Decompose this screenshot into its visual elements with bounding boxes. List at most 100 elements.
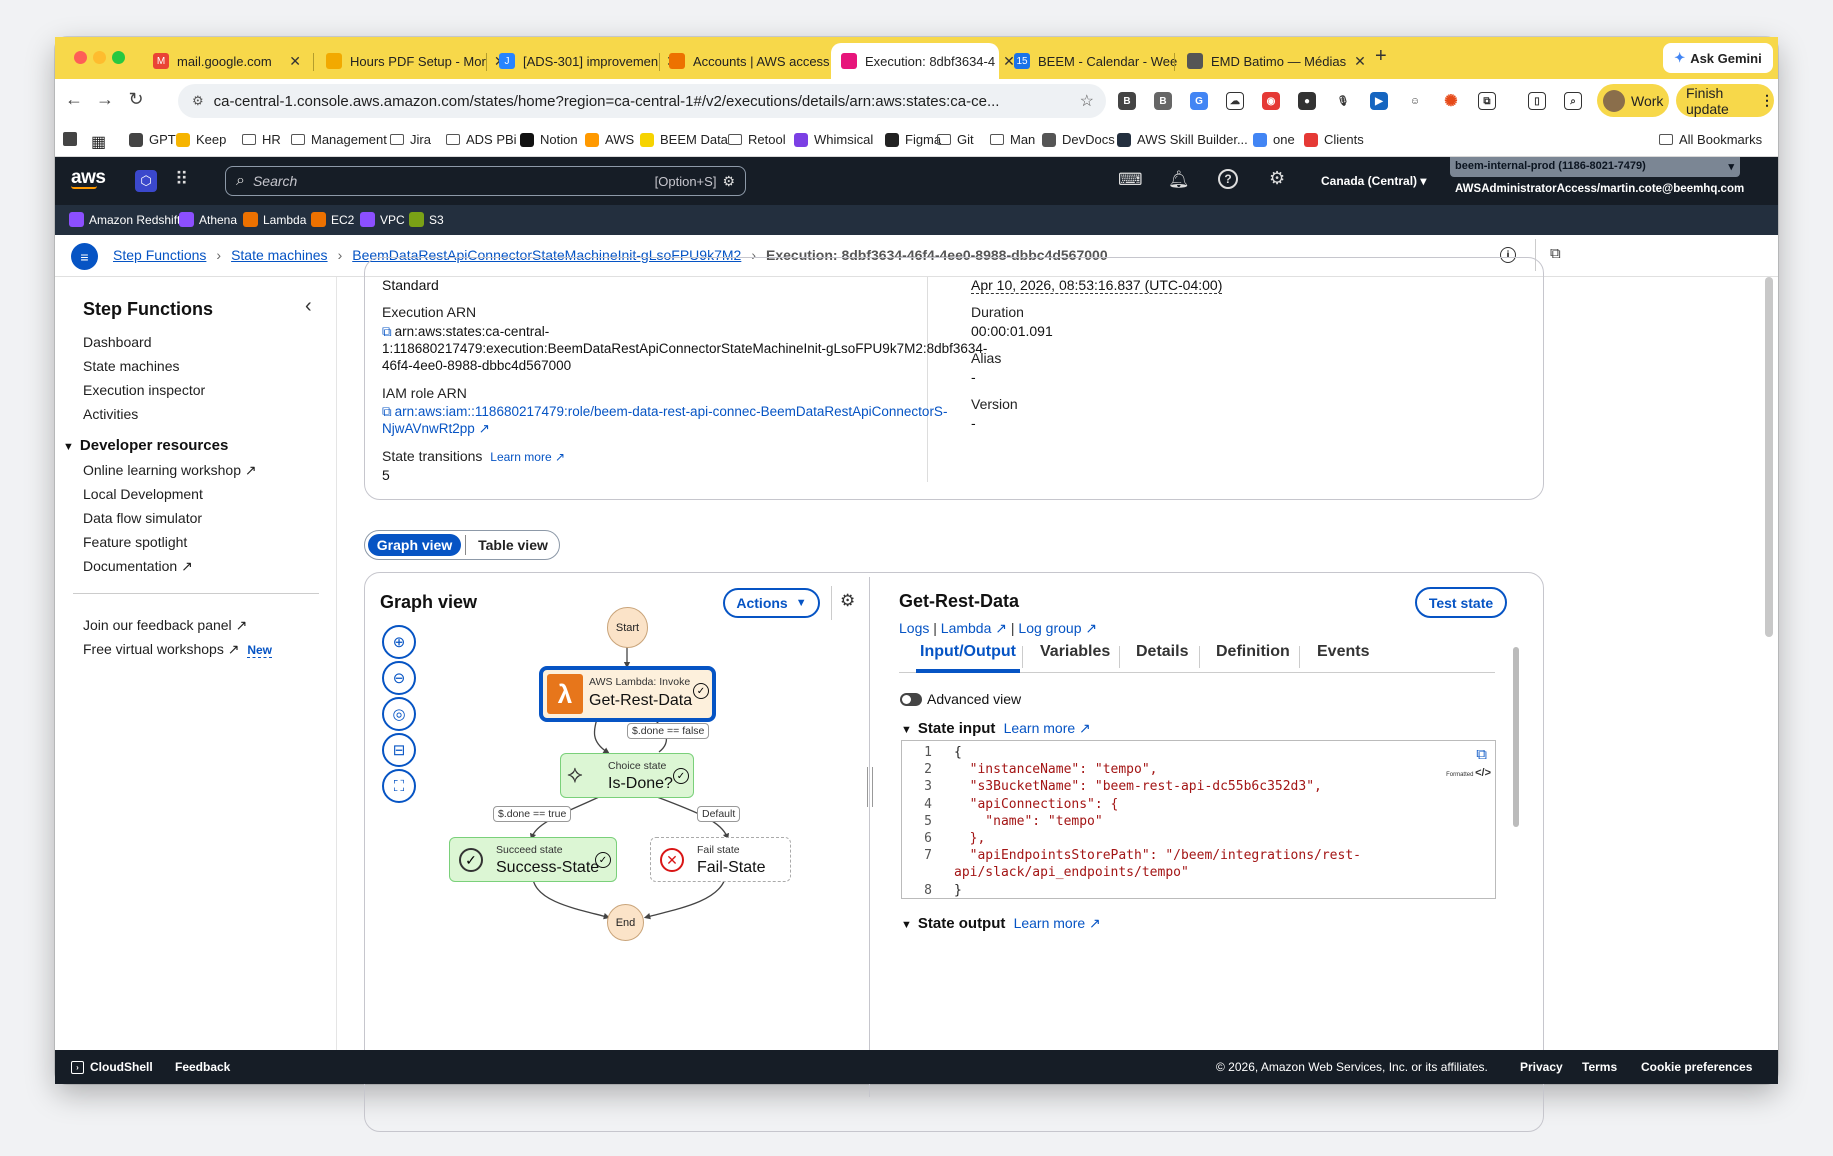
tab-close-icon[interactable]: ✕ bbox=[1003, 52, 1015, 69]
extensions-puzzle-icon[interactable]: ⧉ bbox=[1478, 92, 1496, 110]
tab-definition[interactable]: Definition bbox=[1216, 643, 1290, 660]
bookmark-item[interactable]: Figma bbox=[885, 132, 941, 147]
learn-more-link[interactable]: Learn more ↗ bbox=[1013, 915, 1101, 931]
iam-role-link[interactable]: ⧉arn:aws:iam::118680217479:role/beem-dat… bbox=[382, 403, 947, 437]
zoom-out-icon[interactable]: ⊖ bbox=[382, 661, 416, 695]
bell-icon[interactable]: 🔔︎ bbox=[1168, 170, 1190, 189]
bookmark-item[interactable]: Clients bbox=[1304, 132, 1364, 147]
bookmark-item[interactable]: Notion bbox=[520, 132, 578, 147]
aws-favorite-item[interactable]: S3 bbox=[409, 212, 444, 227]
extension-sun-icon[interactable]: ✺ bbox=[1442, 92, 1460, 110]
bookmark-item[interactable]: DevDocs bbox=[1042, 132, 1115, 147]
terms-link[interactable]: Terms bbox=[1582, 1060, 1618, 1074]
browser-tab[interactable]: Accounts | AWS access✕ bbox=[659, 43, 849, 79]
fail-state-node[interactable]: ✕ Fail state Fail-State bbox=[650, 837, 791, 882]
bookmark-item[interactable]: BEEM Data bbox=[640, 132, 728, 147]
bookmark-item[interactable]: Man bbox=[990, 132, 1035, 147]
end-node[interactable]: End bbox=[607, 904, 644, 941]
state-input-header[interactable]: ▼State input Learn more ↗ bbox=[901, 720, 1091, 737]
forward-icon[interactable]: → bbox=[96, 89, 114, 109]
developer-resources-toggle[interactable]: ▼Developer resources bbox=[63, 437, 228, 454]
bookmark-item[interactable]: AWS Skill Builder... bbox=[1117, 132, 1248, 147]
aws-logo[interactable]: aws bbox=[71, 167, 106, 189]
test-state-button[interactable]: Test state bbox=[1415, 587, 1507, 618]
bookmark-item[interactable]: Keep bbox=[176, 132, 226, 147]
center-icon[interactable]: ◎ bbox=[382, 697, 416, 731]
extension-robot-icon[interactable]: ☺ bbox=[1406, 92, 1424, 110]
advanced-view-toggle[interactable] bbox=[900, 693, 922, 706]
extension-cloud-icon[interactable]: ☁ bbox=[1226, 92, 1244, 110]
state-output-header[interactable]: ▼State output Learn more ↗ bbox=[901, 915, 1101, 932]
tab-close-icon[interactable]: ✕ bbox=[289, 52, 301, 69]
extension-red-icon[interactable]: ◉ bbox=[1262, 92, 1280, 110]
table-view-toggle[interactable]: Table view bbox=[478, 537, 548, 553]
apps-icon[interactable] bbox=[63, 132, 83, 146]
bookmark-item[interactable]: Management bbox=[291, 132, 387, 147]
bookmark-item[interactable]: ADS PBi bbox=[446, 132, 517, 147]
fit-icon[interactable]: ⊟ bbox=[382, 733, 416, 767]
settings-gear-icon[interactable]: ⚙ bbox=[1269, 168, 1286, 188]
new-tab-button[interactable]: + bbox=[1375, 45, 1387, 67]
cookie-preferences-link[interactable]: Cookie preferences bbox=[1641, 1060, 1753, 1074]
graph-view-toggle[interactable]: Graph view bbox=[368, 534, 461, 556]
fullscreen-icon[interactable]: ⛶ bbox=[382, 769, 416, 803]
state-input-code[interactable]: 1{2 "instanceName": "tempo",3 "s3BucketN… bbox=[901, 740, 1496, 899]
cloudshell-button[interactable]: ›CloudShell bbox=[71, 1060, 153, 1074]
resize-handle[interactable] bbox=[867, 767, 873, 807]
bookmark-item[interactable]: AWS bbox=[585, 132, 634, 147]
services-menu-icon[interactable]: ⠿ bbox=[175, 169, 189, 189]
bookmark-item[interactable]: Jira bbox=[390, 132, 431, 147]
sidebar-item-feature-spotlight[interactable]: Feature spotlight bbox=[83, 534, 188, 550]
browser-tab[interactable]: EMD Batimo — Médias✕ bbox=[1177, 43, 1366, 79]
lambda-link[interactable]: Lambda bbox=[940, 620, 992, 636]
finish-update-button[interactable]: Finish update⋮ bbox=[1676, 84, 1774, 117]
copy-icon[interactable]: ⧉ bbox=[382, 324, 392, 339]
tab-input-output[interactable]: Input/Output bbox=[916, 643, 1020, 673]
site-info-icon[interactable]: ⚙ bbox=[192, 93, 204, 108]
aws-favorite-item[interactable]: Lambda bbox=[243, 212, 306, 227]
bookmark-item[interactable]: Git bbox=[937, 132, 974, 147]
bookmark-star-icon[interactable]: ☆ bbox=[1079, 93, 1094, 110]
extension-b2-icon[interactable]: B bbox=[1154, 92, 1172, 110]
role-label[interactable]: AWSAdministratorAccess/martin.cote@beemh… bbox=[1455, 183, 1745, 195]
step-functions-service-icon[interactable]: ⬡ bbox=[135, 170, 157, 192]
aws-search-input[interactable]: ⌕ Search [Option+S] ⚙ bbox=[225, 166, 746, 196]
zoom-in-icon[interactable]: ⊕ bbox=[382, 625, 416, 659]
all-bookmarks[interactable]: All Bookmarks bbox=[1659, 132, 1762, 147]
aws-favorite-item[interactable]: EC2 bbox=[311, 212, 354, 227]
breadcrumb-state-machine[interactable]: BeemDataRestApiConnectorStateMachineInit… bbox=[352, 247, 742, 263]
feedback-icon[interactable]: ⧉ bbox=[1550, 245, 1561, 262]
sidebar-item-online-workshop[interactable]: Online learning workshop ↗ bbox=[83, 462, 257, 479]
breadcrumb-step-functions[interactable]: Step Functions bbox=[113, 247, 207, 263]
sidebar-item-activities[interactable]: Activities bbox=[83, 406, 139, 422]
bookmark-item[interactable]: one bbox=[1253, 132, 1295, 147]
actions-button[interactable]: Actions▼ bbox=[723, 588, 820, 618]
extension-chrome-icon[interactable]: G bbox=[1190, 92, 1208, 110]
help-icon[interactable]: ? bbox=[1218, 169, 1238, 189]
tab-close-icon[interactable]: ✕ bbox=[1354, 52, 1366, 69]
grid-icon[interactable]: ▦ bbox=[91, 134, 107, 151]
browser-tab[interactable]: Execution: 8dbf3634-4✕ bbox=[831, 43, 1015, 79]
page-scrollbar[interactable] bbox=[1765, 277, 1773, 637]
log-group-link[interactable]: Log group bbox=[1018, 620, 1082, 636]
sidebar-item-execution-inspector[interactable]: Execution inspector bbox=[83, 382, 206, 398]
collapse-sidebar-icon[interactable]: ‹ bbox=[305, 295, 312, 317]
minimize-window-button[interactable] bbox=[93, 51, 106, 64]
succeed-state-node[interactable]: ✓ Succeed state Success-State ✓ bbox=[449, 837, 617, 882]
profile-button[interactable]: Work bbox=[1597, 84, 1669, 117]
aws-favorite-item[interactable]: Amazon Redshift bbox=[69, 212, 180, 227]
privacy-link[interactable]: Privacy bbox=[1520, 1060, 1563, 1074]
panel-scrollbar[interactable] bbox=[1513, 647, 1519, 827]
sidebar-item-state-machines[interactable]: State machines bbox=[83, 358, 180, 374]
choice-state-node[interactable]: ⟡ Choice state Is-Done? ✓ bbox=[560, 753, 694, 798]
sidebar-item-documentation[interactable]: Documentation ↗ bbox=[83, 558, 193, 575]
microphone-icon[interactable]: 🎙 bbox=[1334, 92, 1352, 110]
logs-link[interactable]: Logs bbox=[899, 620, 930, 636]
menu-hamburger-icon[interactable]: ≡ bbox=[71, 243, 98, 270]
sidebar-workshops-link[interactable]: Free virtual workshops ↗ New bbox=[83, 641, 273, 658]
browser-tab[interactable]: J[ADS-301] improvemen✕ bbox=[489, 43, 678, 79]
bookmark-item[interactable]: HR bbox=[242, 132, 281, 147]
sidebar-item-local-development[interactable]: Local Development bbox=[83, 486, 203, 502]
sidebar-item-data-flow-simulator[interactable]: Data flow simulator bbox=[83, 510, 203, 526]
